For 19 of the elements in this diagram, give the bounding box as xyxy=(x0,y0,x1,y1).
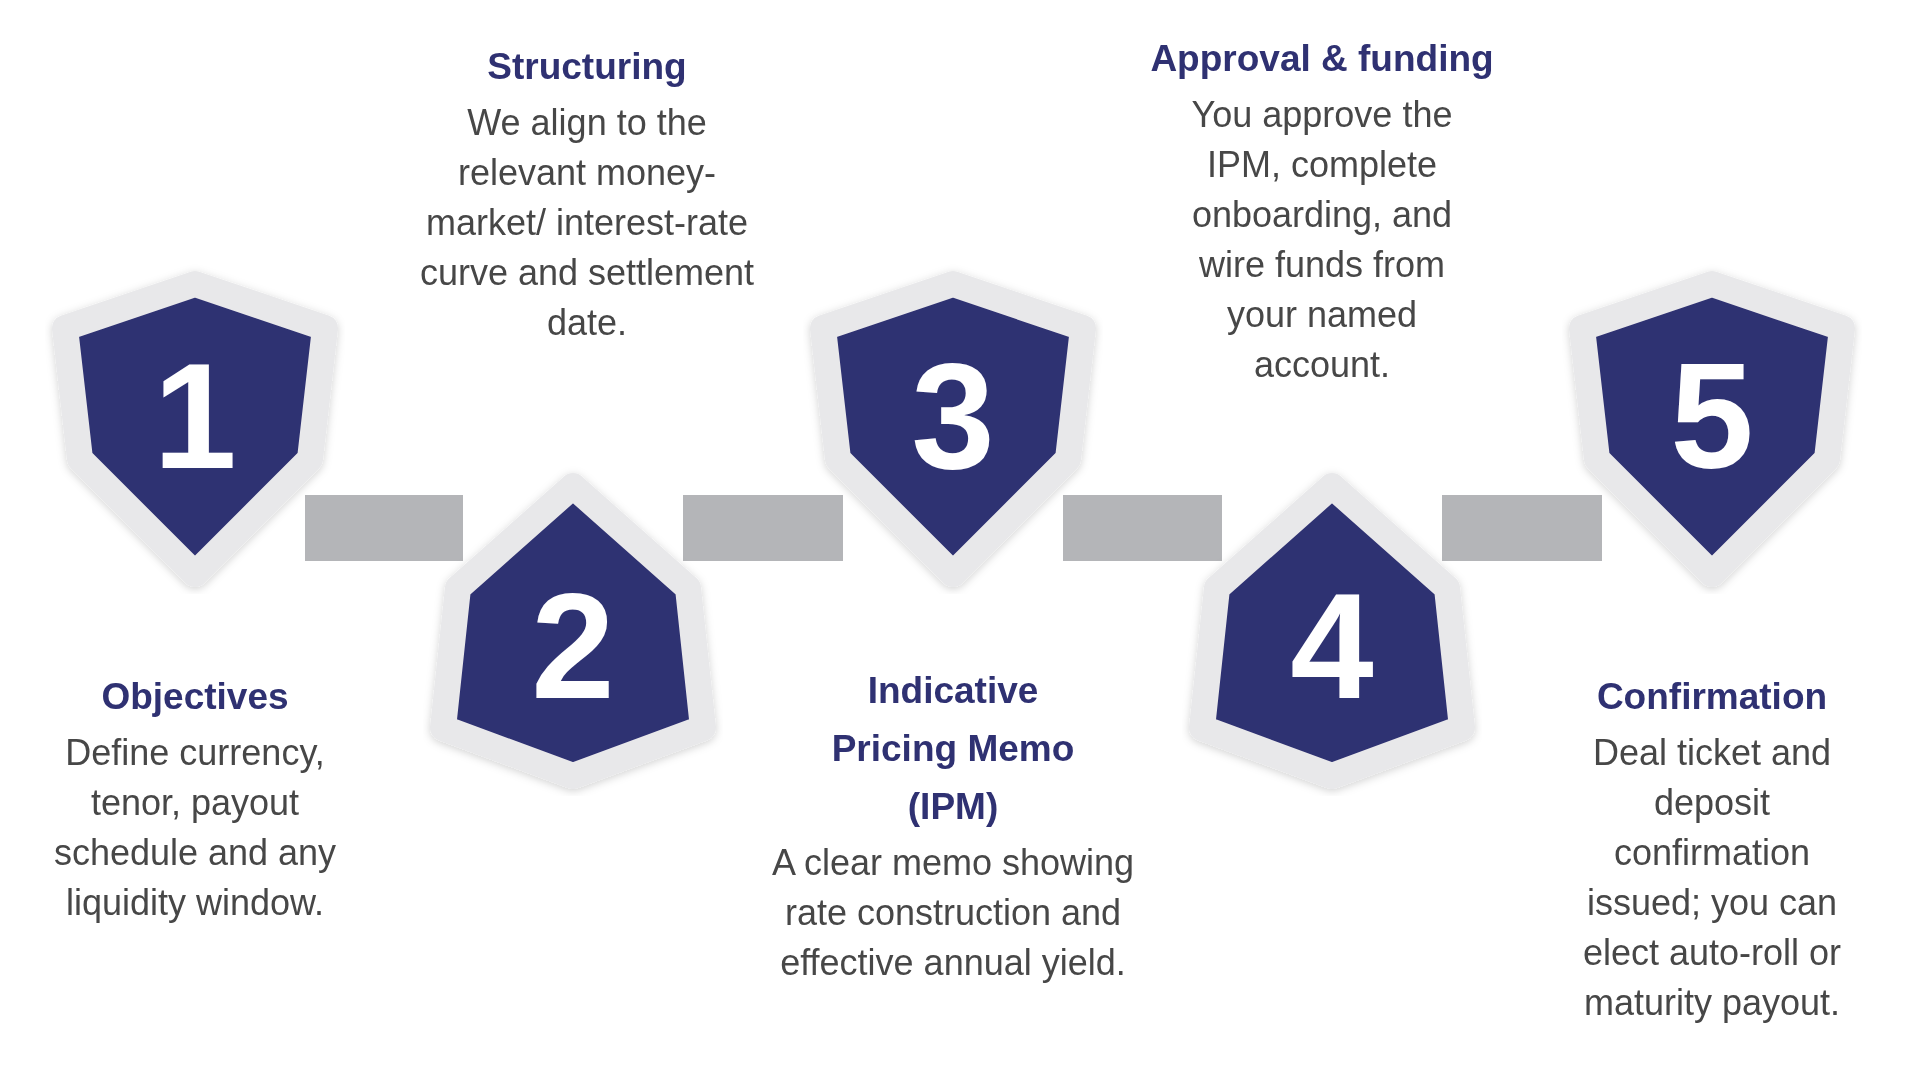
step-number: 3 xyxy=(911,341,995,491)
step-heading: Structuring xyxy=(487,45,687,89)
step-heading: Approval & funding xyxy=(1150,37,1494,81)
step-description: We align to the relevant money-market/ interest-rate curve and settlement date. xyxy=(418,101,756,345)
step-heading: Indicative Pricing Memo (IPM) xyxy=(830,669,1076,829)
step-heading: Objectives xyxy=(101,675,289,719)
step-number: 2 xyxy=(531,571,615,721)
step-number: 5 xyxy=(1670,341,1754,491)
step-description: Define currency, tenor, payout schedule and any liquidity window. xyxy=(52,731,338,925)
step-description: Deal ticket and deposit confirmation issued; you can elect auto-roll or maturity payout. xyxy=(1581,731,1843,1025)
step-number: 4 xyxy=(1290,571,1374,721)
connector-band xyxy=(1442,495,1602,561)
step-description: A clear memo showing rate construction and effective annual yield. xyxy=(770,841,1136,985)
connector-band xyxy=(305,495,463,561)
connector-band xyxy=(683,495,843,561)
step-number: 1 xyxy=(153,341,237,491)
connector-band xyxy=(1063,495,1222,561)
step-description: You approve the IPM, complete onboarding, and wire funds from your named account. xyxy=(1190,93,1454,387)
step-heading: Confirmation xyxy=(1596,675,1828,719)
